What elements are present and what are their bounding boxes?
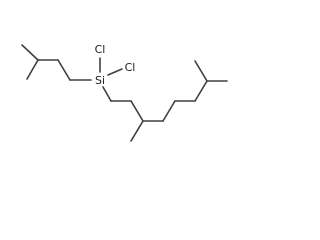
bond-octyl-c3-methyl (130, 120, 144, 142)
bond-octyl-c7-methyl (194, 60, 208, 82)
bond-isopentyl-methyl-top (21, 44, 39, 61)
atom-label-chlorine-right: Cl (125, 61, 136, 74)
bond-octyl-c6-c7 (194, 80, 208, 102)
atom-label-chlorine-left: Cl (95, 43, 106, 56)
bond-isopentyl-methyl-bottom (26, 59, 39, 80)
chemical-structure-diagram: Si Cl Cl (21, 43, 228, 142)
bond-octyl-c4-c5 (162, 100, 176, 122)
bond-octyl-c2-c3 (130, 100, 144, 122)
isopentyl-chain (21, 44, 92, 81)
atom-label-silicon: Si (95, 74, 105, 87)
bond-si-to-octyl (102, 86, 112, 102)
si-cl-bonds (99, 57, 123, 76)
bond-si-cl-right (107, 68, 123, 76)
dimethyloctyl-chain (102, 60, 228, 142)
bond-isopentyl-mid (57, 59, 71, 81)
atom-labels: Si Cl Cl (95, 43, 136, 87)
